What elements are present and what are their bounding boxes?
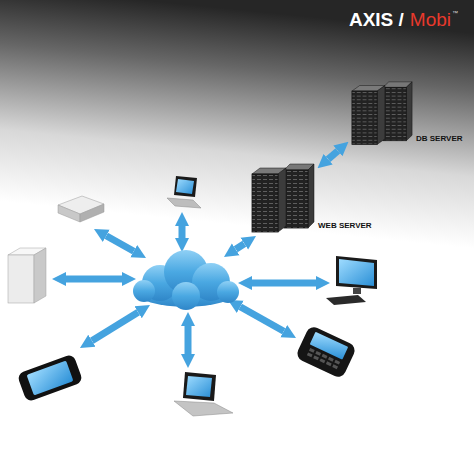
phone-keys: [307, 348, 340, 369]
double-arrow-connector: [328, 151, 338, 159]
web-server-rack: [252, 164, 314, 232]
brand-product: Mobi: [410, 10, 451, 31]
router-icon: [58, 196, 104, 222]
laptop-icon: [167, 176, 201, 208]
server-label: DB SERVER: [416, 134, 463, 144]
phone-screen: [310, 332, 349, 360]
desktop-monitor-icon: [326, 256, 377, 305]
laptop-screen: [183, 372, 216, 401]
tower-side: [34, 248, 46, 303]
monitor-stand: [353, 288, 361, 294]
double-arrow: [92, 312, 138, 340]
double-arrow: [240, 307, 284, 331]
laptop-base: [167, 198, 201, 208]
laptop-base: [174, 401, 233, 416]
laptop-icon: [174, 372, 233, 416]
network-arrows: [66, 226, 316, 354]
tower-pc-icon: [8, 248, 46, 303]
phone-body: [295, 325, 357, 380]
db-server: DB SERVER: [350, 80, 414, 146]
double-arrow: [236, 244, 245, 250]
server-label: WEB SERVER: [318, 221, 372, 231]
trademark: ™: [452, 10, 458, 17]
tower-front: [8, 255, 34, 303]
double-arrow: [185, 326, 192, 354]
cloud-part: [172, 282, 200, 310]
double-arrow: [106, 236, 134, 251]
cloud-part: [217, 281, 239, 303]
double-arrow: [66, 276, 122, 283]
brand-name: AXIS /: [349, 10, 404, 31]
db-server-rack: [352, 82, 412, 145]
web-server: WEB SERVER: [250, 162, 316, 234]
monitor-display: [339, 259, 374, 286]
router-front: [58, 205, 80, 222]
smartphone-icon: [295, 325, 357, 380]
smartphone-icon: [17, 354, 84, 403]
phone-body: [17, 354, 84, 403]
brand-logo: AXIS / Mobi™: [349, 10, 458, 31]
router-side: [80, 204, 104, 222]
cloud-icon: [133, 250, 239, 310]
laptop-display: [176, 179, 194, 194]
phone-screen: [27, 360, 74, 395]
laptop-screen: [174, 176, 197, 197]
keyboard: [326, 295, 366, 305]
double-arrow: [252, 280, 316, 287]
double-arrow: [179, 226, 186, 238]
cloud-part: [133, 280, 155, 302]
monitor-frame: [336, 256, 377, 289]
laptop-display: [186, 376, 212, 397]
